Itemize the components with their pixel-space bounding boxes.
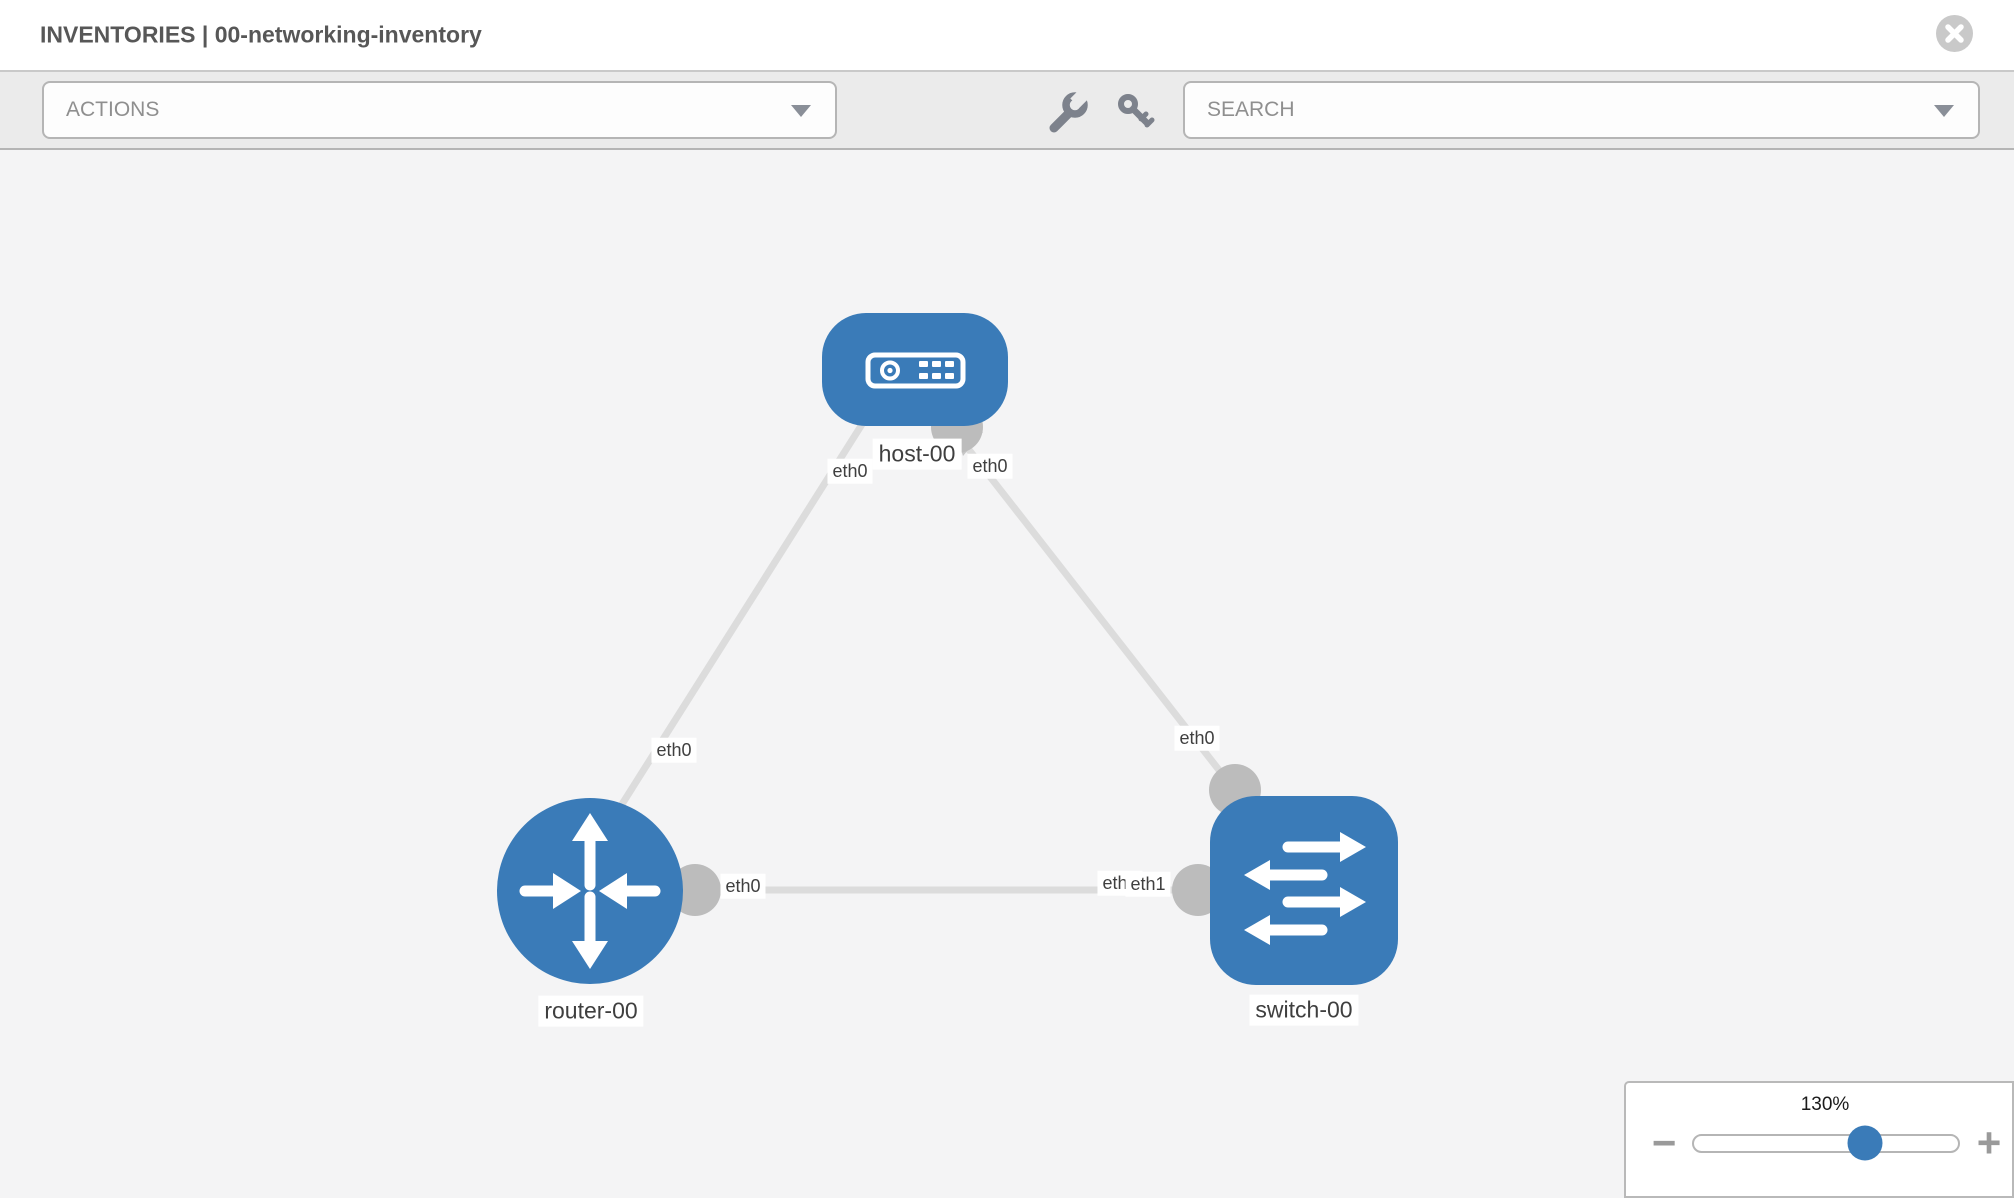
zoom-slider-track[interactable]: [1692, 1134, 1960, 1153]
interface-label-host-router-host-end: eth0: [827, 458, 873, 484]
interface-label-host-switch-host-end: eth0: [967, 453, 1013, 479]
interface-label-router-switch-router-end: eth0: [720, 873, 766, 899]
wrench-icon: [1049, 91, 1089, 133]
chevron-down-icon: [1934, 105, 1954, 117]
interface-label-router-switch-switch-end: eth1: [1125, 871, 1171, 897]
zoom-in-button[interactable]: +: [1976, 1119, 2002, 1166]
node-label-switch: switch-00: [1249, 994, 1359, 1026]
zoom-level-value: 130%: [1800, 1094, 1850, 1115]
host-icon: [865, 352, 966, 389]
zoom-slider-handle[interactable]: [1847, 1125, 1883, 1161]
close-icon: [1945, 24, 1964, 43]
chevron-down-icon: [791, 105, 811, 117]
title-bar: INVENTORIES | 00-networking-inventory: [0, 0, 2014, 72]
switch-icon: [1244, 832, 1366, 945]
actions-dropdown[interactable]: ACTIONS: [42, 81, 837, 139]
node-router[interactable]: [497, 798, 683, 984]
node-label-router: router-00: [538, 995, 644, 1027]
actions-dropdown-label: ACTIONS: [66, 98, 160, 121]
page-title: INVENTORIES | 00-networking-inventory: [40, 21, 482, 48]
search-dropdown[interactable]: SEARCH: [1183, 81, 1980, 139]
close-button[interactable]: [1936, 15, 1973, 52]
tools-button[interactable]: [1044, 91, 1090, 135]
node-label-host: host-00: [872, 438, 962, 470]
router-icon: [519, 813, 661, 969]
interface-label-host-switch-switch-end: eth0: [1174, 725, 1220, 751]
search-placeholder: SEARCH: [1207, 98, 1295, 121]
zoom-out-button[interactable]: −: [1651, 1119, 1677, 1166]
toolbar: ACTIONS SEARCH: [0, 72, 2014, 150]
key-icon: [1118, 94, 1155, 128]
interface-label-host-router-router-end: eth0: [651, 737, 697, 763]
node-switch[interactable]: [1210, 796, 1398, 985]
key-button[interactable]: [1112, 91, 1158, 135]
topology-canvas[interactable]: host-00 router-00 switch-00 eth0 eth0 et…: [0, 150, 2014, 1198]
zoom-control-panel: 130% − +: [1624, 1081, 2014, 1198]
node-host[interactable]: [822, 313, 1008, 426]
